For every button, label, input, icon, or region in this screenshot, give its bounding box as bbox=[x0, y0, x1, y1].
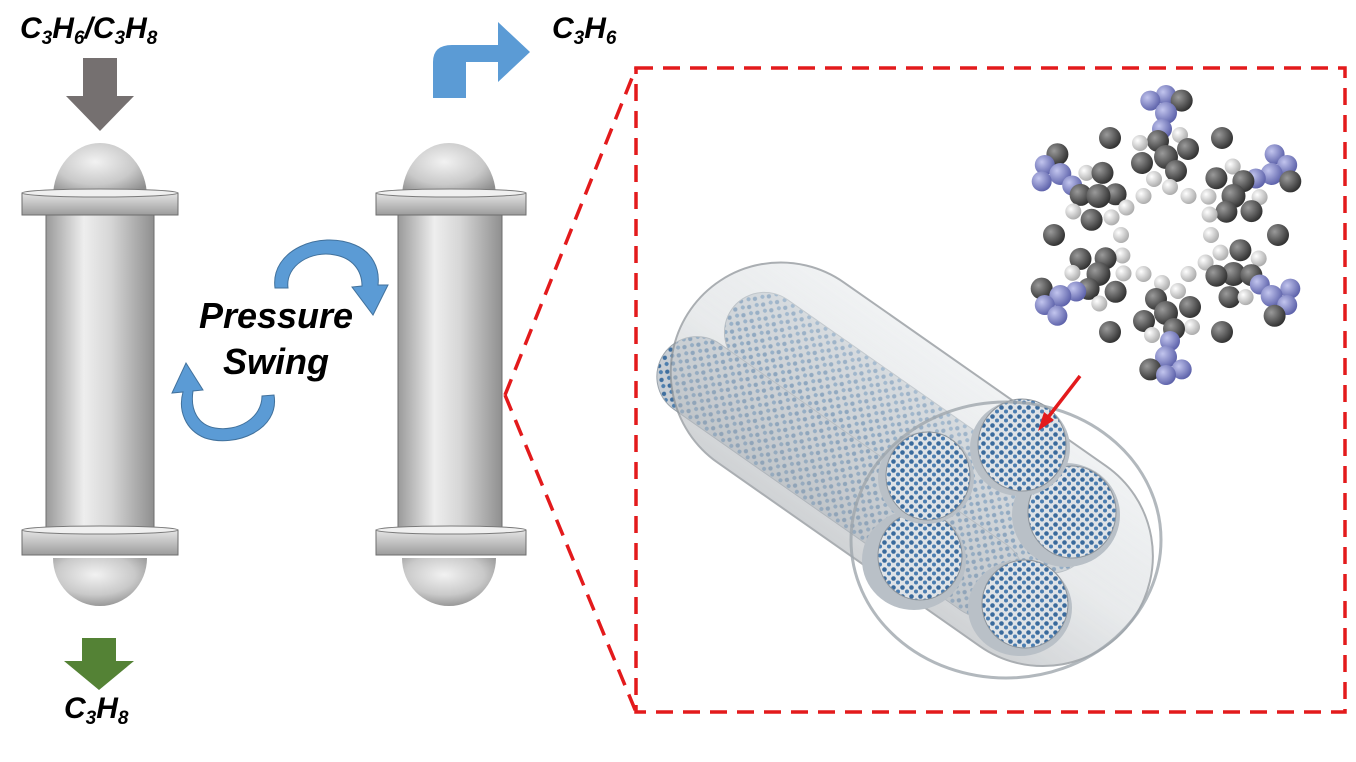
carbon-atom bbox=[1205, 264, 1228, 287]
product-formula-label: C3H6 bbox=[552, 12, 617, 49]
nitrogen-atom bbox=[1155, 102, 1177, 124]
raffinate-down-arrow-icon bbox=[64, 638, 134, 690]
carbon-atom bbox=[1139, 358, 1162, 381]
carbon-atom bbox=[1043, 224, 1065, 246]
hydrogen-atom bbox=[1118, 199, 1135, 216]
hydrogen-atom bbox=[1115, 265, 1132, 282]
hydrogen-atom bbox=[1237, 289, 1254, 306]
molecular-framework-model bbox=[1030, 85, 1302, 385]
carbon-atom bbox=[1263, 304, 1286, 327]
circular-arrows-icon bbox=[171, 239, 389, 442]
hydrogen-atom bbox=[1146, 171, 1162, 187]
carbon-atom bbox=[1221, 262, 1246, 286]
hydrogen-atom bbox=[1132, 135, 1148, 151]
carbon-atom bbox=[1279, 170, 1302, 193]
nitrogen-atom bbox=[1155, 346, 1177, 368]
swing-word: Swing bbox=[223, 341, 329, 382]
carbon-atom bbox=[1229, 239, 1252, 262]
carbon-atom bbox=[1086, 184, 1111, 208]
nitrogen-atom bbox=[1160, 331, 1180, 351]
hydrogen-atom bbox=[1091, 295, 1108, 312]
hydrogen-atom bbox=[1135, 266, 1152, 282]
hydrogen-atom bbox=[1114, 247, 1131, 264]
zoom-line-bottom bbox=[503, 394, 638, 713]
hydrogen-atom bbox=[1065, 203, 1082, 220]
hydrogen-atom bbox=[1154, 275, 1170, 291]
carbon-atom bbox=[1069, 247, 1092, 270]
carbon-atom bbox=[1099, 127, 1121, 149]
carbon-atom bbox=[1133, 310, 1155, 332]
adsorption-column-left bbox=[21, 143, 179, 606]
carbon-atom bbox=[1267, 224, 1289, 246]
raffinate-formula-label: C3H8 bbox=[64, 692, 129, 729]
carbon-atom bbox=[1170, 89, 1193, 112]
carbon-atom bbox=[1131, 152, 1153, 174]
nitrogen-atom bbox=[1049, 285, 1072, 307]
hydrogen-atom bbox=[1184, 319, 1200, 335]
hydrogen-atom bbox=[1144, 327, 1160, 343]
hydrogen-atom bbox=[1201, 206, 1218, 223]
carbon-atom bbox=[1080, 208, 1103, 231]
carbon-atom bbox=[1240, 200, 1263, 223]
pointer-arrow-icon bbox=[1038, 374, 1082, 431]
hydrogen-atom bbox=[1203, 227, 1219, 243]
carbon-atom bbox=[1104, 280, 1127, 303]
hydrogen-atom bbox=[1180, 188, 1197, 204]
nitrogen-atom bbox=[1260, 163, 1283, 185]
carbon-atom bbox=[1211, 127, 1233, 149]
hydrogen-atom bbox=[1250, 250, 1267, 267]
carbon-atom bbox=[1069, 183, 1092, 206]
carbon-atom bbox=[1165, 160, 1187, 182]
carbon-atom bbox=[1179, 296, 1201, 318]
hydrogen-atom bbox=[1170, 283, 1186, 299]
hydrogen-atom bbox=[1113, 227, 1129, 243]
nitrogen-atom bbox=[1047, 305, 1068, 326]
pressure-swing-label: Pressure Swing bbox=[186, 293, 366, 385]
nitrogen-atom bbox=[1280, 278, 1301, 299]
adsorption-column-right bbox=[375, 143, 527, 606]
nitrogen-atom bbox=[1156, 365, 1176, 385]
hydrogen-atom bbox=[1224, 158, 1241, 175]
nitrogen-atom bbox=[1140, 90, 1161, 111]
carbon-atom bbox=[1218, 286, 1241, 309]
carbon-atom bbox=[1205, 167, 1228, 190]
carbon-atom bbox=[1215, 200, 1238, 223]
carbon-atom bbox=[1177, 138, 1199, 160]
nitrogen-atom bbox=[1277, 155, 1298, 175]
hydrogen-atom bbox=[1212, 244, 1229, 261]
hollow-fiber-module bbox=[656, 261, 1163, 680]
pressure-word: Pressure bbox=[198, 295, 354, 336]
zoom-line-top bbox=[503, 67, 638, 396]
feed-down-arrow-icon bbox=[66, 58, 134, 131]
nitrogen-atom bbox=[1260, 285, 1283, 307]
nitrogen-atom bbox=[1031, 171, 1052, 192]
zoom-box bbox=[634, 66, 1347, 714]
hydrogen-atom bbox=[1200, 188, 1217, 205]
feed-formula-label: C3H6/C3H8 bbox=[20, 12, 158, 49]
carbon-atom bbox=[1099, 321, 1121, 343]
carbon-atom bbox=[1104, 183, 1127, 206]
nitrogen-atom bbox=[1171, 359, 1192, 380]
hydrogen-atom bbox=[1197, 254, 1214, 271]
hydrogen-atom bbox=[1064, 264, 1081, 281]
product-bent-arrow-icon bbox=[433, 22, 530, 98]
nitrogen-atom bbox=[1034, 155, 1055, 175]
hydrogen-atom bbox=[1078, 164, 1095, 181]
carbon-atom bbox=[1091, 161, 1114, 184]
hydrogen-atom bbox=[1103, 209, 1120, 226]
hydrogen-atom bbox=[1162, 179, 1178, 195]
carbon-atom bbox=[1211, 321, 1233, 343]
hydrogen-atom bbox=[1180, 266, 1197, 282]
carbon-atom bbox=[1030, 277, 1053, 300]
hydrogen-atom bbox=[1135, 188, 1152, 204]
